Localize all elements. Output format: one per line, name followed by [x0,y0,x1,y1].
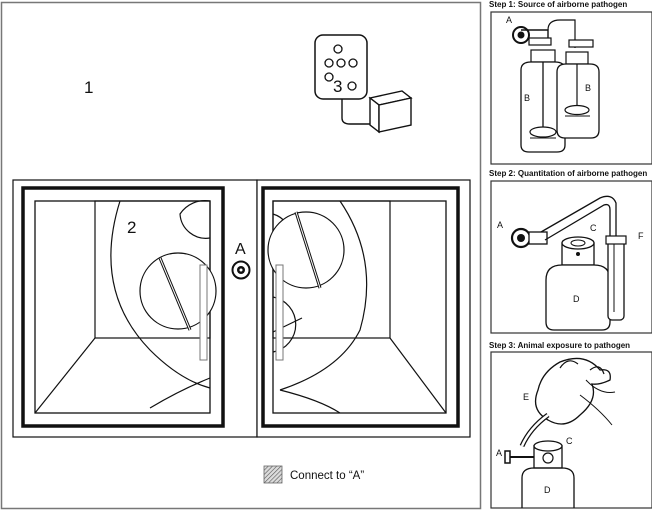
hatch-swatch [263,465,283,484]
step-2-label-f: F [638,231,644,241]
left-chamber: 2 [12,179,258,438]
step-2-title: Step 2: Quantitation of airborne pathoge… [489,169,647,178]
step-3-label-a: A [496,448,502,458]
legend: Connect to “A” [263,465,364,484]
step-3-label-c: C [566,436,573,446]
label-1: 1 [84,78,93,97]
step-1-label-b2: B [585,83,591,93]
step-1-title: Step 1: Source of airborne pathogen [489,0,627,9]
step-1-label-a: A [506,15,512,25]
label-2: 2 [127,218,136,237]
step-2: Step 2: Quantitation of airborne pathoge… [489,169,652,334]
step-3-label-d: D [544,485,551,495]
step-3-label-e: E [523,392,529,402]
step-3-title: Step 3: Animal exposure to pathogen [489,341,630,350]
control-box: 3 [314,34,413,134]
right-chamber [256,179,471,438]
step-2-label-d: D [573,294,580,304]
port-label: A [235,241,246,258]
port-a: A [231,241,251,280]
step-3: Step 3: Animal exposure to pathogen E C … [489,341,652,509]
label-3: 3 [333,77,342,96]
step-1-label-b1: B [524,93,530,103]
step-2-label-c: C [590,223,597,233]
main-panel: 1 3 [0,1,482,510]
step-1: Step 1: Source of airborne pathogen A B … [489,0,652,165]
step-2-label-a: A [497,220,503,230]
legend-text: Connect to “A” [290,470,364,482]
